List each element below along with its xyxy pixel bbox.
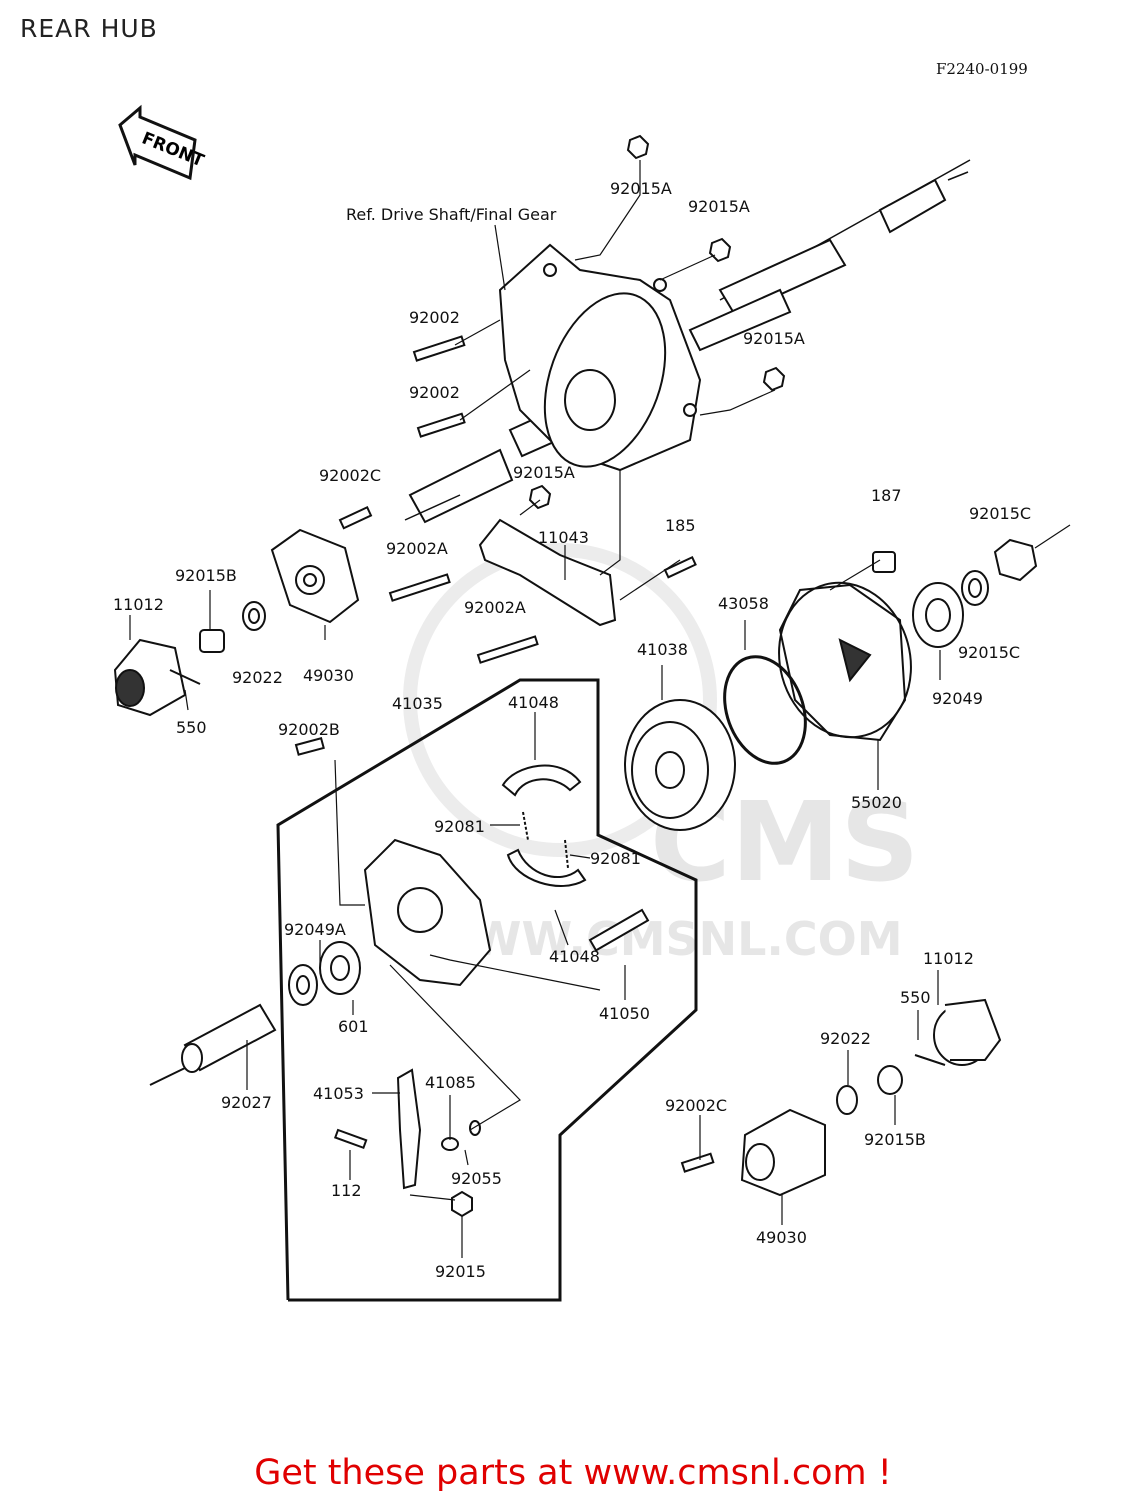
bracket-11043	[478, 518, 617, 627]
cover-49030-right	[740, 1108, 826, 1197]
part-label: 92027	[221, 1093, 272, 1112]
part-label: 92015C	[958, 643, 1020, 662]
part-label: 11012	[923, 949, 974, 968]
part-label: 92015B	[175, 566, 237, 585]
part-label: 92015B	[864, 1130, 926, 1149]
reference-note: Ref. Drive Shaft/Final Gear	[346, 205, 557, 224]
part-label: 55020	[851, 793, 902, 812]
part-label: 550	[900, 988, 931, 1007]
part-label: 92022	[820, 1029, 871, 1048]
kit-boundary-41035	[276, 678, 698, 1302]
part-label: 41050	[599, 1004, 650, 1023]
part-label: 41048	[508, 693, 559, 712]
snap-ring-43058	[723, 655, 807, 765]
part-label: 92055	[451, 1169, 502, 1188]
part-label: 92015A	[513, 463, 575, 482]
brake-drum-41038	[624, 699, 736, 831]
part-label: 92015C	[969, 504, 1031, 523]
part-label: 187	[871, 486, 902, 505]
watermark-url: WWW.CMSNL.COM	[420, 912, 903, 966]
part-label: 41048	[549, 947, 600, 966]
brake-panel-55020	[778, 581, 912, 742]
part-label: 92002B	[278, 720, 340, 739]
part-label: 92081	[590, 849, 641, 868]
part-label: 92002	[409, 308, 460, 327]
part-label: 92002A	[464, 598, 526, 617]
part-labels: 92015A 92015A 92002 92002 92015A 92002C …	[113, 179, 1031, 1281]
part-label: 601	[338, 1017, 369, 1036]
footer-link-text[interactable]: Get these parts at www.cmsnl.com !	[254, 1453, 892, 1493]
drawing-code: F2240-0199	[936, 60, 1028, 78]
brake-shoes-41048	[501, 764, 587, 887]
part-label: 41038	[637, 640, 688, 659]
part-label: 92002	[409, 383, 460, 402]
part-label: 92015A	[743, 329, 805, 348]
part-label: 92002A	[386, 539, 448, 558]
bolts	[294, 335, 715, 1173]
final-gear-housing	[498, 243, 702, 472]
brake-backing-plate	[363, 838, 492, 987]
part-label: 11043	[538, 528, 589, 547]
page-title: REAR HUB	[20, 14, 158, 43]
part-label: 41035	[392, 694, 443, 713]
brake-lever-41053	[396, 1068, 481, 1190]
hub-cap-right	[836, 998, 1002, 1115]
cover-49030-left	[270, 528, 360, 624]
spacer-92027	[149, 1003, 277, 1086]
part-label: 92081	[434, 817, 485, 836]
part-label: 11012	[113, 595, 164, 614]
brake-cam-41050	[588, 908, 650, 952]
part-label: 92015A	[610, 179, 672, 198]
bearing-601	[288, 941, 361, 1006]
part-label: 41085	[425, 1073, 476, 1092]
nuts	[451, 134, 1038, 1218]
part-label: 92015A	[688, 197, 750, 216]
part-label: 92002C	[665, 1096, 727, 1115]
part-label: 43058	[718, 594, 769, 613]
part-label: 92022	[232, 668, 283, 687]
part-label: 49030	[756, 1228, 807, 1247]
part-label: 92049	[932, 689, 983, 708]
front-arrow-icon: FRONT	[118, 104, 207, 181]
part-label: 92002C	[319, 466, 381, 485]
part-label: 112	[331, 1181, 362, 1200]
part-label: 41053	[313, 1084, 364, 1103]
part-label: 185	[665, 516, 696, 535]
part-label: 550	[176, 718, 207, 737]
hub-cap-left	[113, 601, 266, 717]
bearing-cluster-right	[912, 570, 989, 648]
leader-lines	[129, 160, 1071, 1258]
part-label: 92049A	[284, 920, 346, 939]
part-label: 92015	[435, 1262, 486, 1281]
part-label: 49030	[303, 666, 354, 685]
